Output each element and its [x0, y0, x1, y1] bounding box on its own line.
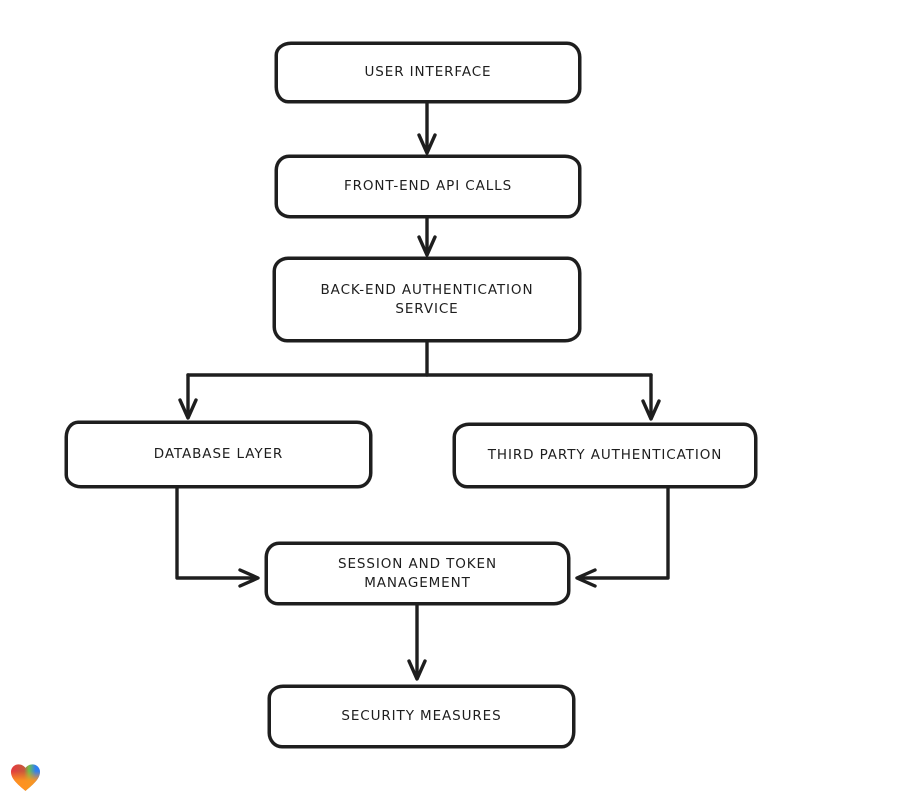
edge-backend-split [178, 340, 661, 421]
node-front-end-api-calls[interactable]: FRONT-END API CALLS [275, 155, 581, 218]
node-label: THIRD PARTY AUTHENTICATION [487, 447, 723, 463]
edge-ui-to-frontend [417, 101, 437, 155]
edge-session-to-security [407, 603, 427, 681]
node-label: DATABASE LAYER [153, 446, 284, 462]
node-security-measures[interactable]: SECURITY MEASURES [268, 685, 575, 748]
node-label: BACK-END AUTHENTICATION SERVICE [320, 281, 534, 317]
node-back-end-authentication-service[interactable]: BACK-END AUTHENTICATION SERVICE [273, 257, 581, 342]
node-third-party-authentication[interactable]: THIRD PARTY AUTHENTICATION [453, 423, 757, 488]
edge-frontend-to-backend [417, 216, 437, 257]
node-session-and-token-management[interactable]: SESSION AND TOKEN MANAGEMENT [265, 542, 570, 605]
edge-thirdparty-to-session [575, 486, 670, 588]
node-label: SESSION AND TOKEN MANAGEMENT [338, 555, 497, 591]
node-label: SECURITY MEASURES [341, 708, 502, 724]
node-database-layer[interactable]: DATABASE LAYER [65, 421, 372, 488]
node-label: USER INTERFACE [364, 64, 492, 80]
node-label: FRONT-END API CALLS [343, 178, 513, 194]
gradient-heart-icon[interactable] [7, 758, 44, 795]
node-user-interface[interactable]: USER INTERFACE [275, 42, 581, 103]
edge-database-to-session [175, 486, 260, 588]
